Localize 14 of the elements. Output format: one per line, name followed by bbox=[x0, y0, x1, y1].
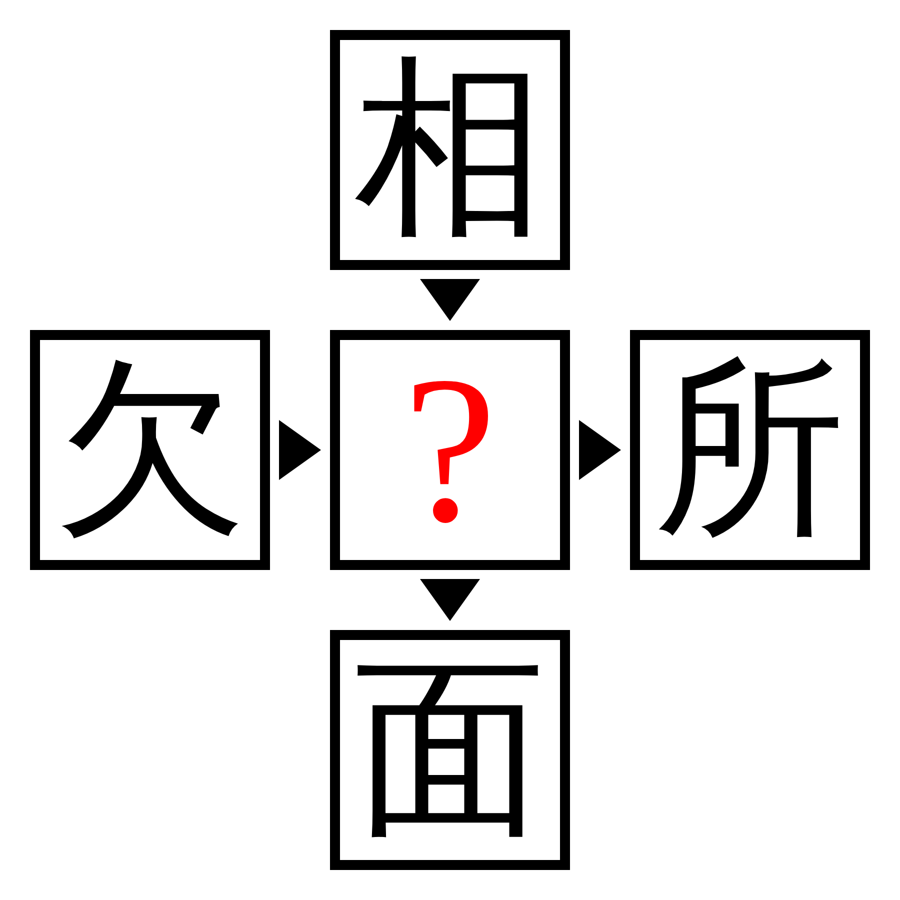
kanji-character: 相 bbox=[354, 54, 546, 246]
character-box bbox=[630, 330, 870, 570]
arrow bbox=[420, 279, 480, 321]
kanji-character: 面 bbox=[354, 654, 546, 846]
arrow bbox=[420, 579, 480, 621]
kanji-character: 欠 bbox=[54, 354, 246, 546]
character-box bbox=[30, 330, 270, 570]
question-mark: ? bbox=[403, 366, 497, 534]
character-box bbox=[330, 630, 570, 870]
arrow bbox=[579, 420, 621, 480]
character-box bbox=[330, 330, 570, 570]
character-box bbox=[330, 30, 570, 270]
arrow bbox=[279, 420, 321, 480]
kanji-character: 所 bbox=[654, 354, 846, 546]
